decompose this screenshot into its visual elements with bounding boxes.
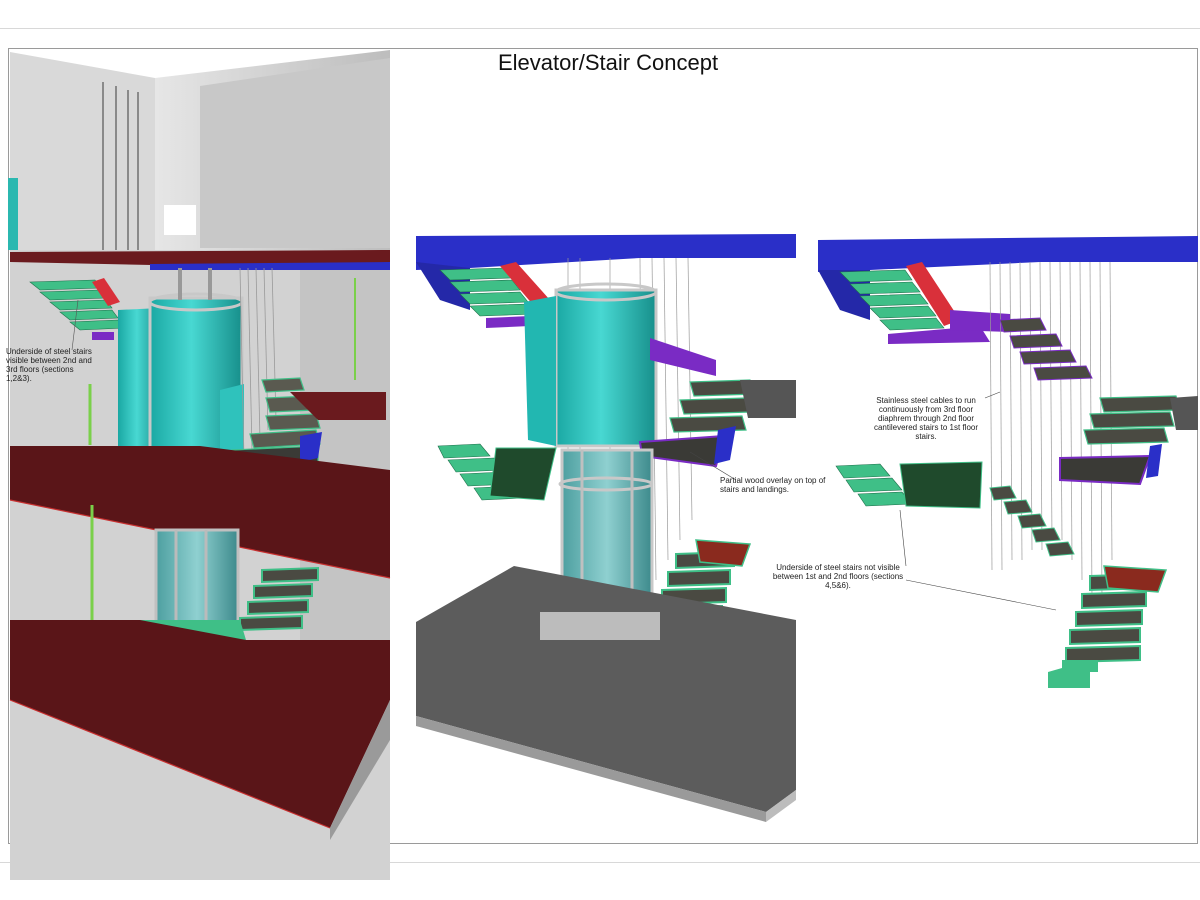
bottom-rule (0, 862, 1200, 863)
annotation-left-view: Underside of steel stairs visible betwee… (6, 347, 92, 383)
drawing-title: Elevator/Stair Concept (498, 50, 719, 75)
annotation-wood-overlay: Partial wood overlay on top of stairs an… (720, 476, 826, 494)
annotation-underside: Underside of steel stairs not visible be… (772, 563, 904, 590)
top-rule (0, 28, 1200, 29)
right-structure-view (818, 236, 1198, 688)
annotation-cables: Stainless steel cables to run continuous… (873, 396, 979, 441)
left-section-view (8, 50, 391, 880)
middle-axonometric-view (416, 234, 796, 822)
